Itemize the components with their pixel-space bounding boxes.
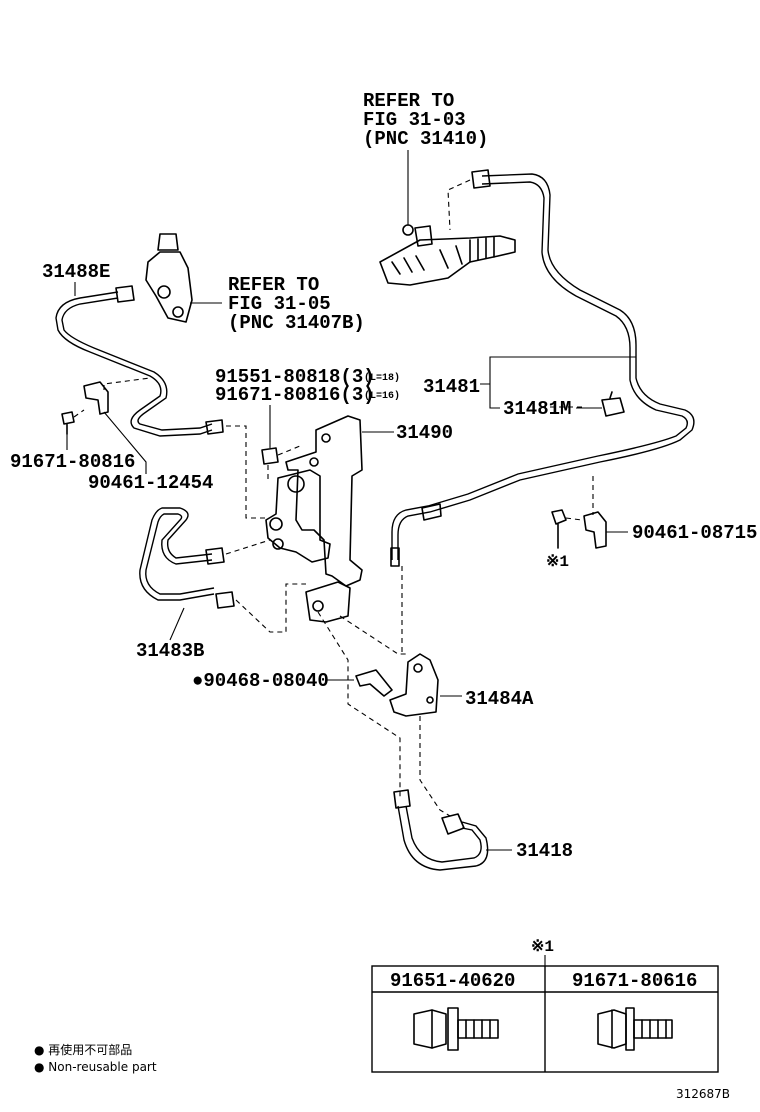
bracket-31484A-drawing [389, 653, 439, 717]
hose-31418-drawing [393, 789, 489, 871]
label-91551-80818[interactable]: 91551-80818(3) [215, 366, 375, 388]
label-31488E[interactable]: 31488E [42, 261, 110, 283]
table-col1-header: 91651-40620 [390, 970, 515, 992]
label-91671-80816-3[interactable]: 91671-80816(3) [215, 384, 375, 406]
ref-fig3105-line1[interactable]: REFER TO [228, 274, 319, 296]
leader-90461-12454 [103, 411, 147, 474]
table-mark: ※1 [531, 938, 554, 956]
bolt-91671-80816-drawing [61, 411, 75, 435]
label-31484A[interactable]: 31484A [465, 688, 534, 710]
label-90461-08715[interactable]: 90461-08715 [632, 522, 757, 544]
fig3105-component-drawing [145, 233, 193, 323]
master-cylinder-drawing [379, 224, 516, 286]
label-note1-bolt[interactable]: ※1 [546, 553, 569, 571]
dash-to-31484A [339, 615, 408, 655]
label-90461-12454[interactable]: 90461-12454 [88, 472, 213, 494]
dash-31483B-top [225, 539, 271, 555]
dash-bolt-3 [267, 445, 301, 480]
dash-31484A-hose [419, 716, 451, 817]
label-31490[interactable]: 31490 [396, 422, 453, 444]
clamp-90461-08715-drawing [583, 511, 607, 549]
label-31483B[interactable]: 31483B [136, 640, 204, 662]
bracket-31490-drawing [285, 415, 363, 587]
lower-bracket-drawing [305, 581, 351, 623]
bolt-note1-drawing [551, 509, 567, 549]
legend-english: ● Non-reusable part [34, 1060, 157, 1074]
lower-bracket-hole [312, 600, 324, 612]
label-91671-80816-left[interactable]: 91671-80816 [10, 451, 135, 473]
pipe-31483B-drawing [139, 507, 235, 609]
dash-left-pipe [226, 425, 270, 519]
pipe-31488E-drawing [55, 285, 224, 437]
bolt-91671-80616-icon [597, 1007, 673, 1051]
ref-fig3103-line2[interactable]: FIG 31-03 [363, 109, 466, 131]
legend-japanese: ● 再使用不可部品 [34, 1042, 132, 1057]
clip-31481M-drawing [601, 391, 625, 417]
dash-mc-pipe [447, 179, 471, 231]
ref-fig3103-line1[interactable]: REFER TO [363, 90, 454, 112]
clip-90468-drawing [355, 669, 393, 697]
bolt-3-drawing [261, 447, 279, 465]
label-91551-length[interactable]: (L=18) [364, 372, 400, 384]
ref-fig3103-line3[interactable]: (PNC 31410) [363, 128, 488, 150]
dash-to-flex-hose [317, 611, 401, 800]
damper-cylinder-drawing [265, 469, 331, 563]
bolt-91651-40620-icon [413, 1007, 499, 1051]
label-31418[interactable]: 31418 [516, 840, 573, 862]
dash-bolt-right [565, 517, 583, 521]
leader-31483B [169, 607, 185, 641]
label-90468-08040[interactable]: ●90468-08040 [192, 670, 329, 692]
dash-31483B-bottom [235, 583, 306, 633]
figure-id: 312687B [676, 1087, 730, 1101]
bolt-table [371, 965, 719, 1073]
ref-fig3105-line3[interactable]: (PNC 31407B) [228, 312, 365, 334]
ref-fig3105-line2[interactable]: FIG 31-05 [228, 293, 331, 315]
label-91671-length[interactable]: (L=16) [364, 390, 400, 402]
clamp-90461-12454-drawing [83, 381, 109, 415]
pipe-31481-drawing [390, 169, 695, 567]
label-31481M[interactable]: 31481M [503, 398, 571, 420]
dash-bolt-left [73, 409, 85, 418]
dash-clamp-left [103, 377, 151, 390]
table-col2-header: 91671-80616 [572, 970, 697, 992]
label-31481[interactable]: 31481 [423, 376, 480, 398]
leader-31481 [480, 356, 636, 409]
